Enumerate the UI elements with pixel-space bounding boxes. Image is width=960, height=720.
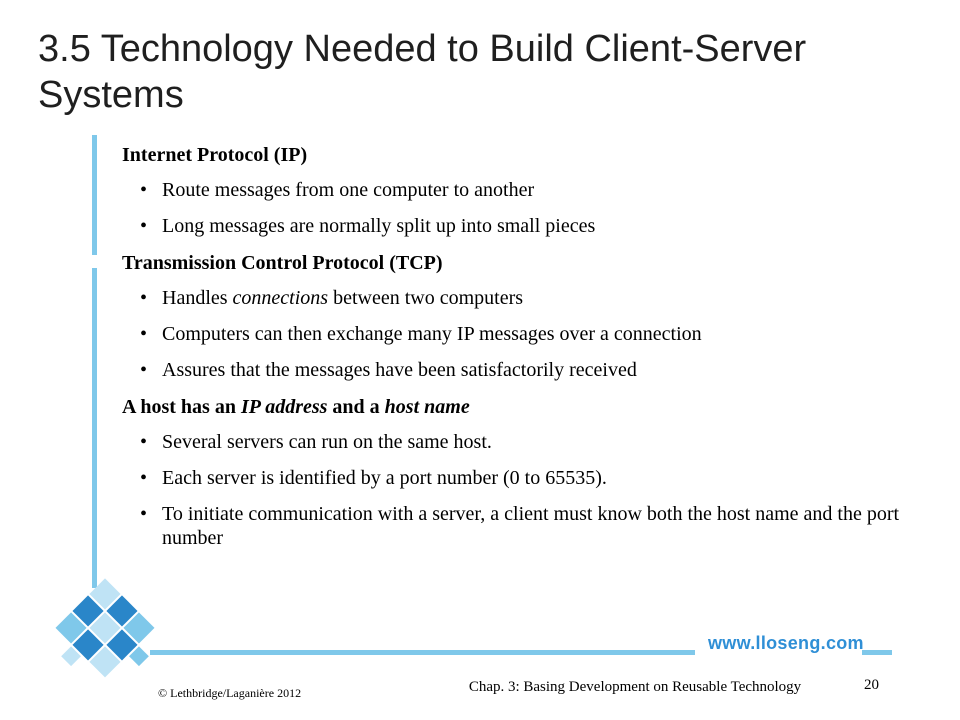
frame-line-horizontal-right	[862, 650, 892, 655]
section-heading: Internet Protocol (IP)	[122, 142, 902, 168]
site-logo: www.lloseng.com	[708, 633, 864, 653]
text-run: Each server is identified by a port numb…	[162, 467, 607, 489]
bullet-item: • Computers can then exchange many IP mes…	[122, 322, 902, 346]
bullet-item: • Each server is identified by a port num…	[122, 466, 902, 490]
text-run: Internet Protocol (IP)	[122, 144, 308, 166]
text-run: A host has an	[122, 396, 241, 418]
bullet-item: • Route messages from one computer to ano…	[122, 178, 902, 202]
text-run: IP address	[240, 396, 328, 418]
bullet-dot-icon: •	[140, 359, 148, 381]
slide-content: Internet Protocol (IP) • Route messages fr…	[122, 142, 902, 562]
section-heading: A host has an IP address and a host name	[122, 394, 902, 420]
frame-line-vertical-top	[92, 135, 97, 255]
bullet-dot-icon: •	[140, 503, 148, 525]
text-run: Long messages are normally split up into…	[162, 215, 596, 237]
frame-line-horizontal-left	[150, 650, 695, 655]
bullet-dot-icon: •	[140, 179, 148, 201]
text-run: Route messages from one computer to anot…	[162, 179, 535, 201]
text-run: Assures that the messages have been sati…	[162, 359, 637, 381]
bullet-item: • Handles connections between two compute…	[122, 286, 902, 310]
text-run: host name	[384, 396, 470, 418]
text-run: Several servers can run on the same host…	[162, 431, 492, 453]
frame-line-vertical-bottom	[92, 268, 97, 588]
bullet-item: • To initiate communication with a server…	[122, 502, 902, 550]
text-run: To initiate communication with a server,…	[162, 503, 900, 549]
mosaic-logo-icon	[55, 578, 155, 678]
footer-copyright: © Lethbridge/Laganière 2012	[158, 686, 302, 700]
section-heading: Transmission Control Protocol (TCP)	[122, 250, 902, 276]
bullet-item: • Several servers can run on the same hos…	[122, 430, 902, 454]
text-run: connections	[232, 287, 329, 309]
footer-page-number: 20	[864, 677, 879, 693]
bullet-dot-icon: •	[140, 215, 148, 237]
bullet-dot-icon: •	[140, 323, 148, 345]
text-run: between two computers	[328, 287, 524, 309]
bullet-dot-icon: •	[140, 287, 148, 309]
bullet-item: • Long messages are normally split up int…	[122, 214, 902, 238]
text-run: Computers can then exchange many IP mess…	[162, 323, 702, 345]
text-run: Transmission Control Protocol (TCP)	[122, 252, 443, 274]
bullet-dot-icon: •	[140, 467, 148, 489]
slide-title: 3.5 Technology Needed to Build Client-Se…	[38, 28, 807, 116]
text-run: and a	[327, 396, 385, 418]
bullet-dot-icon: •	[140, 431, 148, 453]
text-run: Handles	[162, 287, 233, 309]
bullet-item: • Assures that the messages have been sat…	[122, 358, 902, 382]
footer-chapter: Chap. 3: Basing Development on Reusable …	[468, 679, 802, 695]
